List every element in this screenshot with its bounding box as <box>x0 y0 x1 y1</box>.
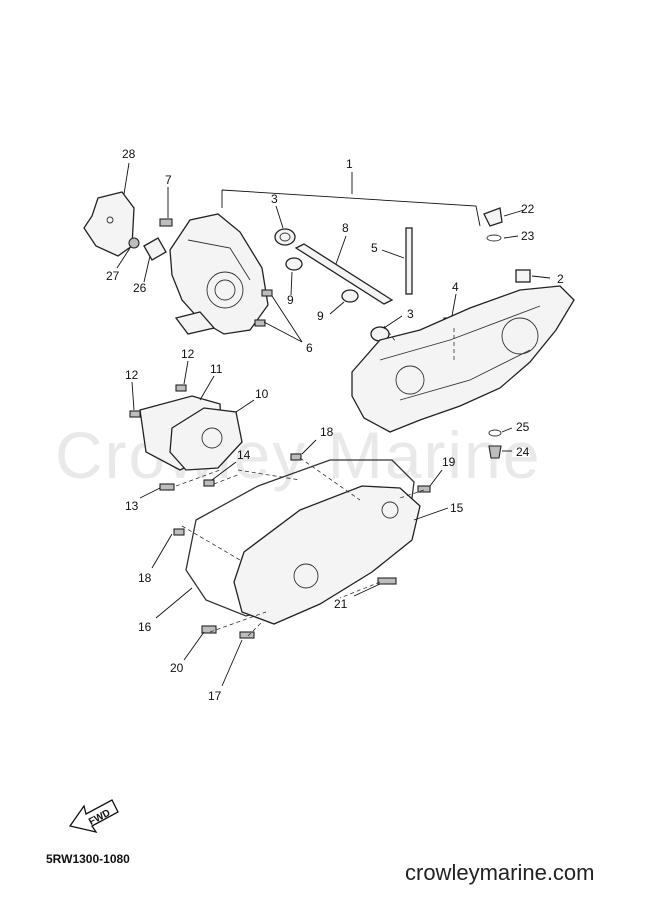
callout-10: 10 <box>255 387 269 401</box>
part-21-bolt <box>377 577 397 585</box>
callout-3-upper: 3 <box>271 192 278 206</box>
part-12-dowel-right <box>175 384 187 392</box>
callout-22: 22 <box>521 202 535 216</box>
cover-boss <box>293 563 319 589</box>
part-20-bolt <box>201 625 217 634</box>
part-24-drain-plug <box>488 445 502 459</box>
part-1-bracket <box>221 172 481 227</box>
part-9-seal-lower <box>341 289 359 303</box>
part-7-bolt <box>159 218 173 227</box>
callout-4: 4 <box>452 280 459 294</box>
callout-8: 8 <box>342 221 349 235</box>
part-23-oring <box>486 234 502 242</box>
callout-1: 1 <box>346 157 353 171</box>
part-12-dowel-left <box>129 410 141 418</box>
part-28-plate <box>83 191 135 257</box>
site-url[interactable]: crowleymarine.com <box>405 860 595 885</box>
callout-17: 17 <box>208 689 222 703</box>
right-crankcase-bore <box>395 365 425 395</box>
fwd-arrow-icon: FWD <box>68 799 119 834</box>
callout-7: 7 <box>165 173 172 187</box>
part-27-washer <box>128 237 140 249</box>
part-3-bearing-upper <box>274 228 296 246</box>
callout-14: 14 <box>237 448 251 462</box>
plate-hole <box>106 216 114 224</box>
part-10-oil-pump <box>169 407 243 471</box>
part-15-cover <box>233 485 421 625</box>
leader-lines <box>116 162 551 687</box>
callout-2: 2 <box>557 272 564 286</box>
diagram-code: 5RW1300-1080 <box>46 852 130 866</box>
callout-13: 13 <box>125 499 139 513</box>
right-crankcase-rib <box>379 305 541 401</box>
left-crankcase-foot <box>174 311 216 335</box>
callout-26: 26 <box>133 281 147 295</box>
callout-20: 20 <box>170 661 184 675</box>
bearing-inner <box>279 232 291 242</box>
callout-5: 5 <box>371 241 378 255</box>
part-8-shaft <box>294 243 394 305</box>
left-crankcase <box>169 213 269 335</box>
cover-boss-right <box>381 501 399 519</box>
left-crankcase-bore <box>206 271 244 309</box>
part-6-dowel-2 <box>254 319 266 327</box>
part-13-bolt <box>159 483 175 491</box>
callout-18-upper: 18 <box>320 425 334 439</box>
callout-24: 24 <box>516 445 530 459</box>
callout-28: 28 <box>122 147 136 161</box>
callout-11: 11 <box>210 362 223 376</box>
right-crankcase-bore-large <box>501 317 539 355</box>
callout-12-right: 12 <box>181 347 195 361</box>
callout-23: 23 <box>521 229 535 243</box>
callout-21: 21 <box>334 597 348 611</box>
fwd-label: FWD <box>87 808 112 828</box>
part-25-gasket <box>488 429 502 437</box>
part-14-bolt <box>203 479 215 487</box>
left-crankcase-bore-inner <box>214 279 236 301</box>
part-22-fitting <box>483 207 503 227</box>
part-18-dowel-lower <box>173 528 185 536</box>
part-2-plug <box>515 269 531 283</box>
part-19-bolt <box>417 485 431 493</box>
part-18-dowel-upper <box>290 453 302 461</box>
assembly-lines <box>175 325 455 637</box>
callout-6: 6 <box>306 341 313 355</box>
callout-27: 27 <box>106 269 120 283</box>
callout-9-upper: 9 <box>287 293 294 307</box>
callout-18-lower: 18 <box>138 571 152 585</box>
callout-25: 25 <box>516 420 530 434</box>
right-crankcase <box>351 285 575 433</box>
part-26-bracket <box>143 237 167 261</box>
callout-15: 15 <box>450 501 464 515</box>
oil-pump-rotor <box>201 427 223 449</box>
callout-9-lower: 9 <box>317 309 324 323</box>
callout-3-lower: 3 <box>407 307 414 321</box>
part-9-seal-upper <box>285 257 303 271</box>
part-5-pipe <box>405 227 413 295</box>
callout-19: 19 <box>442 455 456 469</box>
callout-12-left: 12 <box>125 368 139 382</box>
left-crankcase-rib <box>187 239 251 281</box>
part-6-dowel-1 <box>261 289 273 297</box>
part-17-dowel <box>239 631 255 639</box>
callout-16: 16 <box>138 620 152 634</box>
callouts: 1 2 3 3 4 5 6 7 8 9 9 10 11 12 12 13 14 … <box>106 147 564 703</box>
